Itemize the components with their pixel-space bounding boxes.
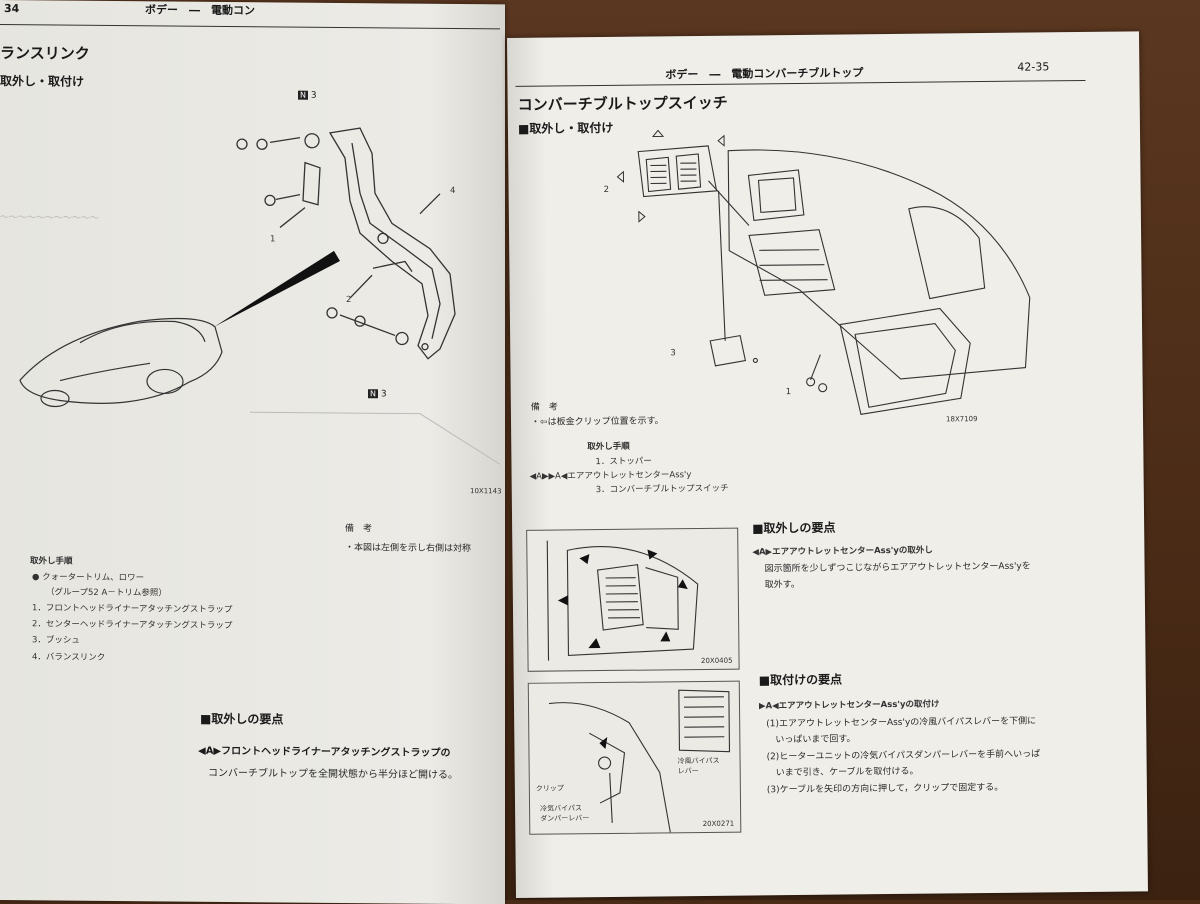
right-install-step-2: (2)ヒーターユニットの冷気バイパスダンパーレバーを手前へいっぱ	[766, 749, 1041, 763]
right-install-step-3: いまで引き、ケーブルを取付ける。	[766, 766, 919, 779]
outlet-install-figure: クリップ 冷気バイパス ダンパーレバー 冷風バイパス レバー 20X0271	[527, 680, 742, 835]
right-section-title: コンバーチブルトップスイッチ	[517, 93, 728, 114]
left-header-rule	[0, 24, 500, 30]
right-page: ボデー ― 電動コンバーチブルトップ 42-35 コンバーチブルトップスイッチ …	[507, 31, 1148, 898]
right-page-header: ボデー ― 電動コンバーチブルトップ	[665, 66, 864, 82]
callout-n3-bottom-num: 3	[380, 389, 387, 400]
outlet-removal-drawing	[546, 540, 699, 661]
fig2-code: 20X0405	[700, 656, 733, 666]
right-figure-code: 18X7109	[945, 415, 978, 424]
right-procedure-0: 1．ストッパー	[595, 456, 652, 468]
left-section-title: ランスリンク	[0, 44, 90, 63]
left-procedure-title: 取外し手順	[30, 556, 73, 567]
callout-4: 4	[450, 185, 456, 196]
right-removal-text-1: 取外す。	[764, 579, 800, 591]
right-install-step-0: (1)エアアウトレットセンターAss'yの冷風バイパスレバーを下側に	[766, 716, 1037, 730]
right-header-rule	[515, 79, 1086, 87]
left-procedure-2: 1．フロントヘッドライナーアタッチングストラップ	[32, 603, 233, 616]
balance-link-diagram	[19, 127, 501, 465]
right-procedure-2: 3．コンバーチブルトップスイッチ	[595, 483, 729, 496]
left-removal-point-text: コンバーチブルトップを全開状態から半分ほど開ける。	[208, 767, 458, 781]
right-install-heading: ▶A◀エアアウトレットセンターAss'yの取付け	[758, 699, 940, 712]
left-figure-code: 10X1143	[470, 487, 502, 496]
outlet-removal-figure: 20X0405	[526, 527, 740, 672]
right-callout-1: 1	[785, 387, 792, 398]
dashboard-diagram	[616, 129, 1031, 415]
left-removal-point-heading: ◀A▶フロントヘッドライナーアタッチングストラップの	[198, 745, 451, 759]
callout-n3-top-num: 3	[310, 90, 317, 101]
right-remark-0: ・⇦は板金クリップ位置を示す。	[530, 416, 664, 428]
callout-1: 1	[270, 234, 276, 245]
right-remarks-title: 備 考	[530, 402, 558, 413]
callout-n3-top: N 3	[298, 90, 317, 101]
right-callout-2: 2	[603, 184, 610, 195]
callout-2: 2	[346, 295, 352, 306]
left-procedure-4: 3．ブッシュ	[32, 635, 80, 646]
right-removal-text-0: 図示箇所を少しずつこじながらエアアウトレットセンターAss'yを	[764, 561, 1031, 575]
right-removal-points-title: ■取外しの要点	[752, 520, 836, 536]
left-removal-points-title: ■取外しの要点	[200, 711, 284, 727]
fig3-lever-label: 冷気バイパス ダンパーレバー	[540, 804, 590, 823]
left-procedure-1: （グループ52 A－トリム参照）	[46, 587, 167, 599]
left-page-number: 34	[4, 2, 20, 16]
right-page-number: 42-35	[1017, 60, 1050, 74]
right-removal-heading: ◀A▶エアアウトレットセンターAss'yの取外し	[752, 545, 933, 558]
fig3-lever2-label: 冷風バイパス レバー	[677, 756, 720, 776]
left-remarks-title: 備 考	[345, 524, 373, 535]
left-procedure-0: ● クォータートリム、ロワー	[32, 572, 145, 584]
left-remark-0: ・本図は左側を示し右側は対称	[345, 543, 472, 555]
fig3-clip-label: クリップ	[535, 784, 564, 793]
left-page-header: ボデー ― 電動コン	[145, 3, 255, 18]
left-page: 34 ボデー ― 電動コン ランスリンク 取外し・取付け ～～～～～～～～～～～	[0, 0, 505, 904]
right-procedure-1: ◀A▶▶A◀エアアウトレットセンターAss'y	[529, 470, 692, 482]
left-procedure-3: 2．センターヘッドライナーアタッチングストラップ	[32, 619, 233, 632]
fig3-code: 20X0271	[702, 819, 735, 828]
right-install-step-4: (3)ケーブルを矢印の方向に押して，クリップで固定する。	[766, 782, 1004, 796]
right-procedure-title: 取外し手順	[587, 441, 630, 453]
right-callout-3: 3	[670, 348, 676, 359]
right-install-points-title: ■取付けの要点	[758, 672, 843, 688]
outlet-install-drawing	[548, 689, 731, 833]
callout-n3-bottom: N 3	[368, 389, 387, 400]
left-procedure-5: 4．バランスリンク	[32, 652, 106, 663]
right-install-step-1: いっぱいまで回す。	[766, 734, 856, 746]
